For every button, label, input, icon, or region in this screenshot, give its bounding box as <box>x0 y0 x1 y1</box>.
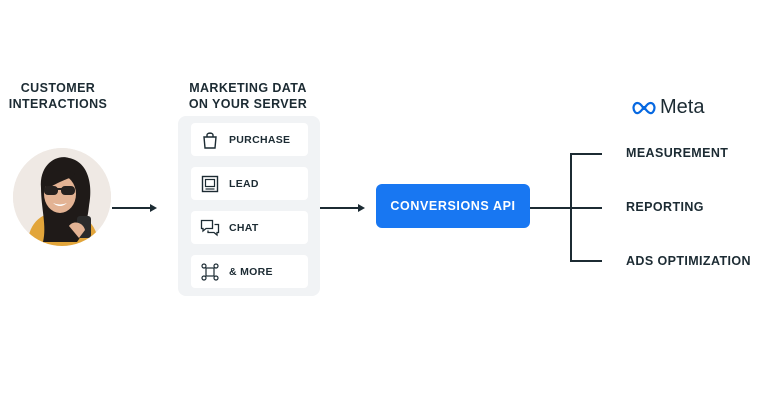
network-nodes-icon <box>200 262 220 282</box>
arrow-data-to-capi <box>320 207 358 209</box>
meta-logo: Meta <box>632 96 704 119</box>
conversions-api-button[interactable]: CONVERSIONS API <box>376 184 530 228</box>
data-item-purchase: PURCHASE <box>191 123 308 156</box>
lead-form-icon <box>200 174 220 194</box>
branch-stem <box>530 207 570 209</box>
customer-photo-illustration <box>13 148 111 246</box>
marketing-data-panel: PURCHASE LEAD CHAT & MORE <box>178 116 320 296</box>
data-item-label: & MORE <box>229 265 273 278</box>
branch-ads-optimization <box>570 260 602 262</box>
outcome-measurement: MEASUREMENT <box>626 146 729 160</box>
meta-wordmark: Meta <box>660 96 705 118</box>
marketing-data-heading: MARKETING DATA ON YOUR SERVER <box>170 80 326 112</box>
arrow-head-data-to-capi <box>358 204 365 212</box>
outcome-reporting: REPORTING <box>626 200 704 214</box>
customer-avatar <box>13 148 111 246</box>
data-item-lead: LEAD <box>191 167 308 200</box>
customer-heading-line-1: CUSTOMER <box>20 81 96 95</box>
server-heading-line-2: ON YOUR SERVER <box>188 97 308 111</box>
server-heading-line-1: MARKETING DATA <box>189 81 307 95</box>
customer-interactions-heading: CUSTOMER INTERACTIONS <box>0 80 116 112</box>
customer-heading-line-2: INTERACTIONS <box>8 97 108 111</box>
arrow-customer-to-data <box>112 207 150 209</box>
arrow-head-customer-to-data <box>150 204 157 212</box>
chat-bubbles-icon <box>200 218 220 238</box>
data-item-label: CHAT <box>229 221 259 234</box>
shopping-bag-icon <box>200 130 220 150</box>
data-item-more: & MORE <box>191 255 308 288</box>
data-item-label: PURCHASE <box>229 133 291 146</box>
meta-infinity-icon <box>632 101 656 114</box>
outcome-ads-optimization: ADS OPTIMIZATION <box>626 254 751 268</box>
data-item-label: LEAD <box>229 177 259 190</box>
data-item-chat: CHAT <box>191 211 308 244</box>
branch-measurement <box>570 153 602 155</box>
branch-reporting <box>570 207 602 209</box>
